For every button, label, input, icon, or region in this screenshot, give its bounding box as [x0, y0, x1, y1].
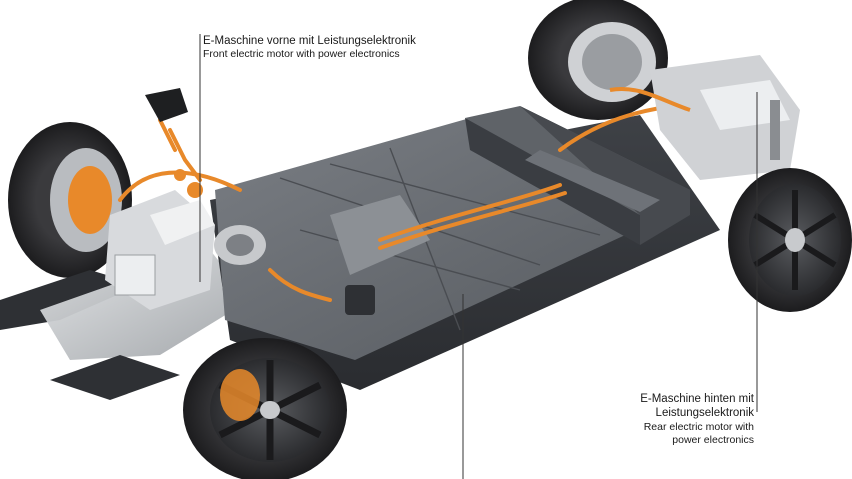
rear-motor-label-de-2: Leistungselektronik: [655, 407, 754, 420]
front-crash-beam: [50, 355, 180, 400]
front-motor-label-en: Front electric motor with power electron…: [203, 48, 400, 61]
rear-motor-label-en-2: power electronics: [672, 433, 754, 446]
charging-module: [345, 285, 375, 315]
rear-right-wheel: [728, 168, 852, 312]
front-motor-unit: [105, 169, 266, 310]
callout-lines: [199, 34, 758, 479]
center-tunnel: [330, 195, 430, 275]
rear-motor-callout: E-Maschine hinten mit Leistungselektroni…: [600, 392, 754, 447]
rear-motor-label-de-1: E-Maschine hinten mit: [640, 393, 754, 405]
front-right-wheel: [183, 338, 347, 479]
rear-motor-unit: [609, 55, 800, 180]
front-left-wheel: [8, 122, 132, 278]
front-motor-label-de: E-Maschine vorne mit Leistungselektronik: [203, 35, 416, 47]
rear-motor-label-en-1: Rear electric motor with: [643, 420, 754, 433]
rear-left-wheel: [528, 0, 668, 120]
front-motor-callout: E-Maschine vorne mit Leistungselektronik…: [203, 34, 416, 62]
raised-battery-module: [465, 106, 690, 245]
front-connector: [145, 88, 188, 122]
